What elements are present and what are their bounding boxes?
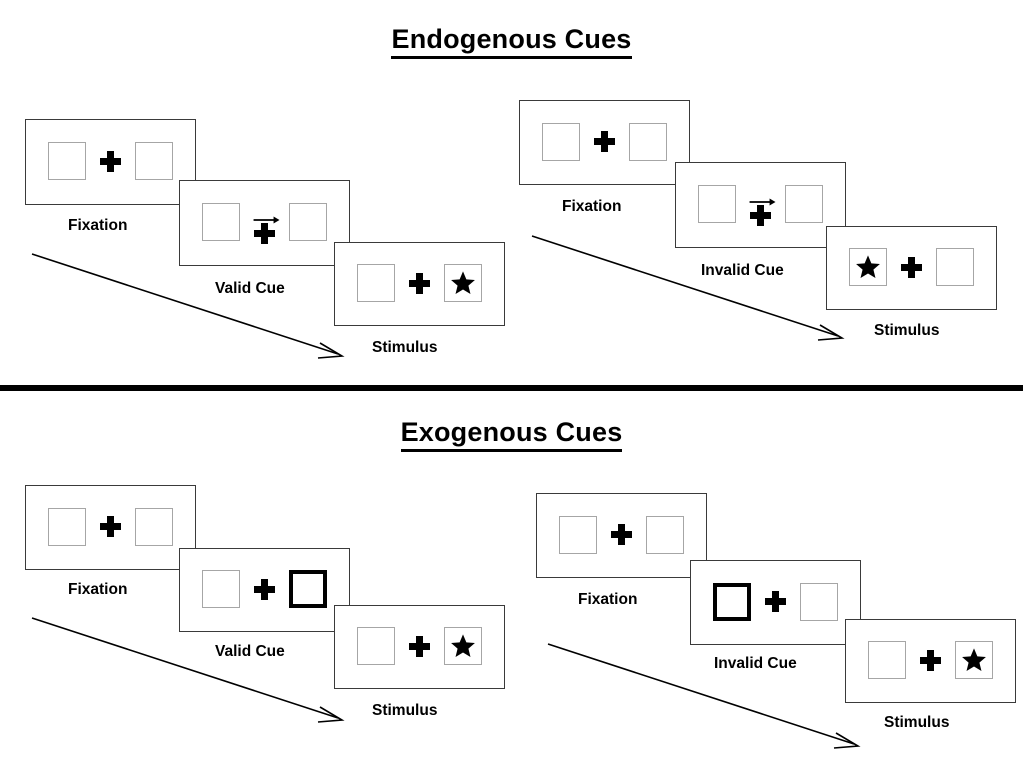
stage-label-exogenous-invalid-fixation: Fixation [578, 591, 638, 608]
placeholder-box-left [357, 264, 395, 302]
frame-endogenous-valid-stimulus [334, 242, 505, 326]
placeholder-box-left [559, 515, 597, 554]
placeholder-box-left [542, 122, 580, 161]
fixation-cross-icon [920, 649, 941, 671]
stage-label-exogenous-valid-cue: Valid Cue [215, 643, 285, 660]
frame-exogenous-valid-fixation [25, 485, 196, 570]
fixation-cross-icon [409, 635, 430, 657]
placeholder-box-left [868, 641, 906, 679]
fixation-cross-icon [901, 256, 922, 278]
star-target-icon [451, 271, 475, 295]
placeholder-box-right [135, 142, 173, 180]
placeholder-box-left [202, 570, 240, 608]
section-title-endogenous: Endogenous Cues [0, 24, 1023, 59]
frame-exogenous-invalid-fixation [536, 493, 707, 578]
placeholder-box-left [357, 627, 395, 665]
cued-box-left [713, 582, 751, 621]
frame-exogenous-valid-stimulus [334, 605, 505, 689]
section-title-exogenous-text: Exogenous Cues [400, 417, 623, 452]
stage-label-exogenous-invalid-cue: Invalid Cue [714, 655, 797, 672]
target-box-right [444, 627, 482, 665]
fixation-cross-icon [100, 150, 121, 172]
fixation-cross-icon [594, 131, 615, 152]
stage-label-endogenous-valid-stimulus: Stimulus [372, 339, 438, 356]
flow-arrow-endogenous-invalid [530, 232, 850, 347]
target-box-right [955, 641, 993, 679]
fixation-cross-icon [254, 223, 275, 244]
placeholder-box-right [629, 122, 667, 161]
fixation-cross-icon [750, 205, 771, 226]
stage-label-endogenous-invalid-cue: Invalid Cue [701, 262, 784, 279]
placeholder-box-right [785, 185, 823, 223]
fixation-cross-icon [765, 591, 786, 612]
placeholder-box-left [48, 507, 86, 546]
fixation-cross-icon [611, 524, 632, 545]
frame-endogenous-invalid-cue [675, 162, 846, 248]
frame-endogenous-valid-cue [179, 180, 350, 266]
section-title-endogenous-text: Endogenous Cues [391, 24, 632, 59]
arrow-right-cue-icon [749, 194, 776, 206]
placeholder-box-left [202, 203, 240, 241]
stage-label-endogenous-valid-fixation: Fixation [68, 217, 128, 234]
frame-endogenous-valid-fixation [25, 119, 196, 205]
star-target-icon [451, 634, 475, 658]
flow-arrow-endogenous-valid [30, 250, 350, 365]
stage-label-endogenous-invalid-fixation: Fixation [562, 198, 622, 215]
star-target-icon [962, 648, 986, 672]
placeholder-box-right [800, 582, 838, 621]
placeholder-box-left [48, 142, 86, 180]
arrow-right-cue-icon [253, 212, 280, 224]
frame-exogenous-invalid-cue [690, 560, 861, 645]
star-target-icon [856, 255, 880, 279]
section-title-exogenous: Exogenous Cues [0, 417, 1023, 452]
target-box-right [444, 264, 482, 302]
fixation-cross-icon [254, 578, 275, 600]
placeholder-box-right [646, 515, 684, 554]
stage-label-endogenous-invalid-stimulus: Stimulus [874, 322, 940, 339]
stage-label-endogenous-valid-cue: Valid Cue [215, 280, 285, 297]
fixation-cross-icon [100, 516, 121, 537]
frame-exogenous-invalid-stimulus [845, 619, 1016, 703]
stage-label-exogenous-invalid-stimulus: Stimulus [884, 714, 950, 731]
frame-endogenous-invalid-fixation [519, 100, 690, 185]
stage-label-exogenous-valid-fixation: Fixation [68, 581, 128, 598]
placeholder-box-left [698, 185, 736, 223]
section-divider [0, 385, 1023, 391]
target-box-left [849, 248, 887, 286]
fixation-cross-icon [409, 272, 430, 294]
stage-label-exogenous-valid-stimulus: Stimulus [372, 702, 438, 719]
cued-box-right [289, 570, 327, 608]
frame-exogenous-valid-cue [179, 548, 350, 632]
frame-endogenous-invalid-stimulus [826, 226, 997, 310]
placeholder-box-right [936, 248, 974, 286]
flow-arrow-exogenous-invalid [546, 640, 866, 755]
placeholder-box-right [135, 507, 173, 546]
placeholder-box-right [289, 203, 327, 241]
